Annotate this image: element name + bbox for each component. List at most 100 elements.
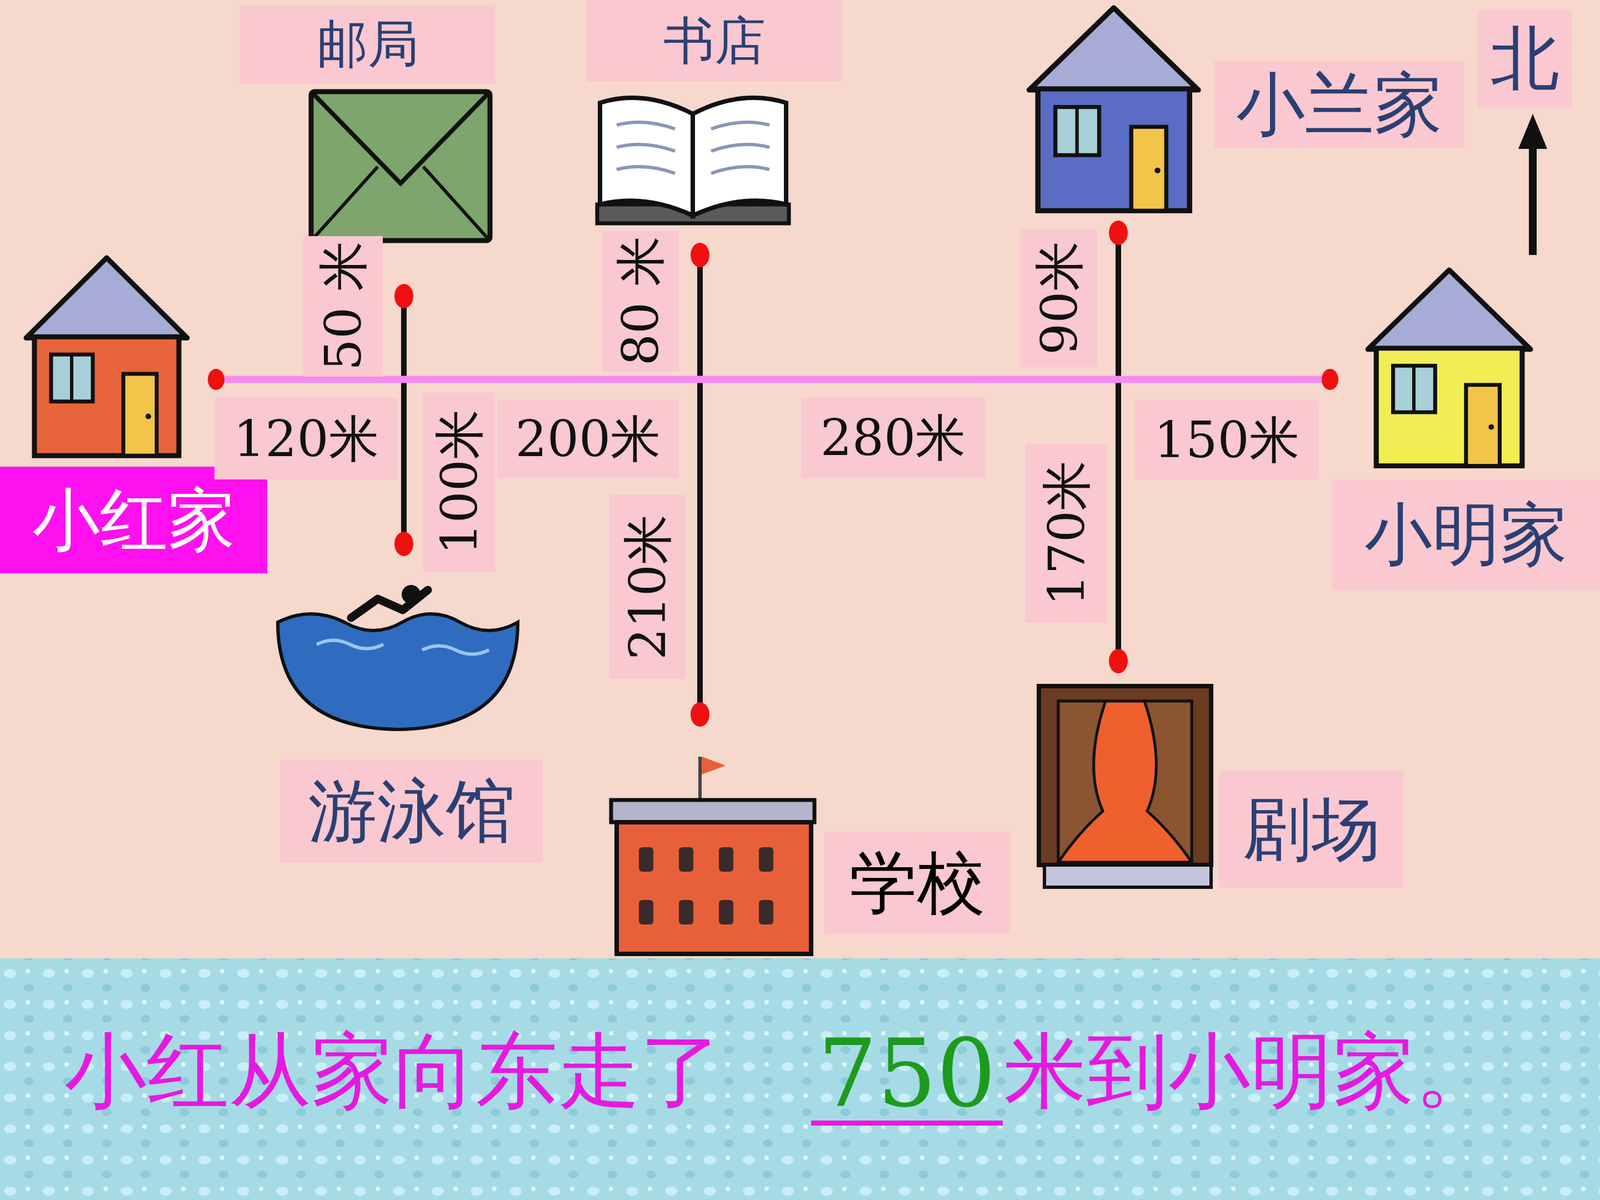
side-curtain <box>1058 701 1106 863</box>
theater-base <box>1044 865 1212 888</box>
end-dot <box>394 531 414 557</box>
road-line <box>216 376 1330 384</box>
end-dot <box>1108 220 1128 245</box>
swimmer-body <box>351 590 428 618</box>
end-dot <box>1108 648 1128 674</box>
end-dot <box>1321 368 1339 390</box>
distance-label: 170米 <box>1025 443 1108 623</box>
distance-label: 50 米 <box>303 236 383 377</box>
end-dot <box>207 368 225 390</box>
place-name: 学校 <box>849 843 985 922</box>
place-name: 邮局 <box>316 15 419 74</box>
sentence-part: 米到小明家。 <box>1002 1021 1499 1122</box>
school-roof <box>611 800 815 823</box>
road-line <box>1115 232 1122 662</box>
distance-text: 100米 <box>430 409 489 555</box>
flag <box>701 756 726 775</box>
road-line <box>697 255 703 715</box>
side-curtain <box>1144 701 1192 863</box>
distance-text: 90米 <box>1030 241 1088 356</box>
main-road <box>216 379 1330 380</box>
envelope-flap <box>311 91 490 184</box>
distance-label: 100米 <box>423 392 495 572</box>
end-dots <box>207 220 1339 727</box>
north-arrow-shaft <box>1528 141 1537 255</box>
book-lines <box>616 122 770 174</box>
place-node: 学校 <box>609 714 817 954</box>
sentence-text: 小红从家向东走了 <box>64 1022 723 1122</box>
school-window <box>638 847 654 872</box>
envelope-fold <box>313 166 378 238</box>
school-window <box>678 900 694 925</box>
school-window <box>718 900 734 925</box>
water-band <box>0 958 1600 1200</box>
envelope-fold <box>423 166 488 238</box>
place-name: 小兰家 <box>1236 65 1443 145</box>
place-label: 小明家 <box>1331 479 1600 590</box>
house-icon <box>1029 7 1199 211</box>
distance-text: 280米 <box>820 408 967 467</box>
distance-label: 150米 <box>1135 400 1319 480</box>
place-node: 小兰家 <box>1023 5 1205 233</box>
distance-text: 170米 <box>1037 460 1096 607</box>
theater-frame <box>1038 686 1212 865</box>
pool-icon <box>277 613 518 730</box>
distance-label: 280米 <box>801 397 985 478</box>
distance-label: 120米 <box>214 397 398 480</box>
place-label: 游泳馆 <box>280 760 543 863</box>
place-name: 游泳馆 <box>308 771 515 852</box>
book-page <box>692 97 787 216</box>
house-icon <box>26 257 188 456</box>
road-line <box>401 296 407 544</box>
distance-label: 80 米 <box>602 231 679 372</box>
vertical-roads <box>403 232 1119 715</box>
answer-blank: 750 <box>811 1000 1003 1126</box>
place-node: 游泳馆 <box>273 543 523 730</box>
place-label: 小兰家 <box>1214 61 1465 149</box>
school-window <box>758 847 774 872</box>
distance-label: 90米 <box>1020 229 1098 368</box>
place-name: 小红家 <box>32 481 236 559</box>
school-window <box>758 900 774 925</box>
end-dot <box>690 702 710 727</box>
place-node: 剧场 <box>1035 661 1215 888</box>
school-window <box>718 847 734 872</box>
place-node: 小红家 <box>20 255 217 470</box>
place-node: 小明家 <box>1330 267 1537 470</box>
north-mark: 北 <box>1490 18 1560 99</box>
distance-text: 150米 <box>1153 411 1300 469</box>
place-name: 剧场 <box>1242 789 1381 869</box>
place-label: 剧场 <box>1219 770 1404 888</box>
school-window <box>638 900 654 925</box>
sentence-text: 米到小明家。 <box>1003 1022 1498 1122</box>
place-label: 小红家 <box>0 466 268 574</box>
distance-text: 80 米 <box>611 236 670 366</box>
distance-text: 210米 <box>618 514 677 660</box>
envelope-icon <box>311 91 490 241</box>
place-label: 邮局 <box>240 5 495 84</box>
place-node: 书店 <box>591 86 794 255</box>
place-label: 书店 <box>586 0 842 82</box>
distance-label: 200米 <box>497 400 679 478</box>
house-icon <box>1367 270 1531 467</box>
school-building <box>616 822 812 954</box>
place-name: 书店 <box>663 11 766 71</box>
end-dot <box>690 242 710 268</box>
answer-number: 750 <box>817 1027 997 1121</box>
place-name: 小明家 <box>1364 495 1568 574</box>
place-label: 学校 <box>824 831 1010 934</box>
water-texture <box>0 958 1600 1200</box>
school-windows <box>638 847 774 925</box>
theater-curtain <box>1058 701 1192 863</box>
school-window <box>678 847 694 872</box>
sentence-part: 小红从家向东走了 <box>63 1021 724 1122</box>
distance-label: 210米 <box>609 495 686 679</box>
north-arrow-head <box>1518 113 1548 149</box>
distance-text: 50 米 <box>314 241 373 371</box>
distance-text: 200米 <box>515 410 662 468</box>
book-page <box>600 97 693 216</box>
